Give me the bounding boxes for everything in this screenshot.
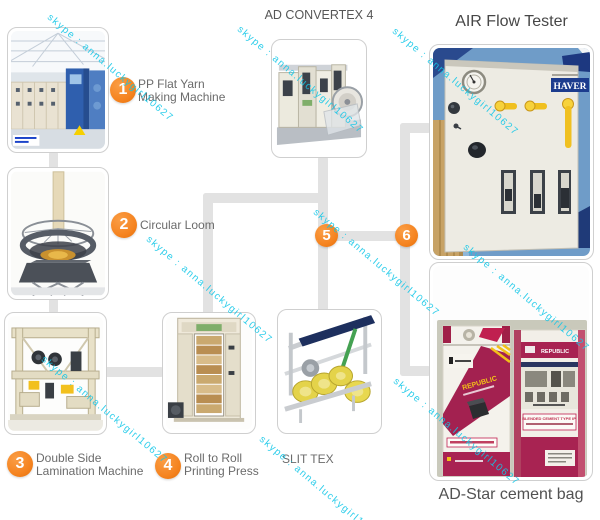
air-flow-tester-title: AIR Flow Tester: [455, 13, 568, 30]
belt: [298, 315, 376, 347]
flow-meters: [501, 170, 571, 214]
connector-to-airtester: [400, 123, 431, 133]
step-1-badge: 1: [110, 77, 136, 103]
step-5-number: 5: [322, 227, 331, 244]
step-2-badge: 2: [111, 212, 137, 238]
connector-step5-step6: [328, 231, 403, 241]
photo-air-flow-tester: HAVER: [429, 44, 594, 260]
step-6-badge: 6: [395, 224, 418, 247]
cement-bag-front: REPUBLIC: [442, 325, 511, 477]
step-3-badge: 3: [7, 451, 33, 477]
knob: [448, 102, 460, 114]
connector-box3-box4: [100, 367, 164, 377]
photo-pp-flat-yarn-machine: [7, 27, 109, 153]
yellow-levers: [494, 98, 574, 148]
photo-ad-convertex: [271, 39, 367, 158]
air-flow-tester-illustration: HAVER: [433, 48, 590, 256]
step-2-number: 2: [119, 216, 129, 233]
slit-tex-label: SLIT TEX: [282, 452, 334, 466]
ad-convertex-illustration: [275, 43, 363, 154]
step-2-label: Circular Loom: [140, 218, 215, 232]
step-4-label: Roll to Roll Printing Press: [184, 451, 259, 478]
ad-star-bags-illustration: REPUBLIC REPUBLIC: [433, 266, 589, 477]
step-1-number: 1: [118, 81, 128, 98]
connector-horizontal-mid: [203, 193, 328, 203]
slit-tex-illustration: [281, 313, 378, 430]
bag-type-text: BLENDED CEMENT TYPE IP: [522, 416, 576, 421]
step-5-badge: 5: [315, 224, 338, 247]
watermark: skype : anna.luckygirl10627: [256, 434, 388, 520]
ad-convertex-title: AD CONVERTEX 4: [264, 8, 374, 22]
photo-lamination-machine: [4, 312, 107, 435]
loom-base: [18, 262, 98, 283]
circular-loom-illustration: [11, 171, 105, 296]
haver-banner: [551, 78, 589, 92]
photo-circular-loom: [7, 167, 109, 300]
photo-printing-press: [162, 312, 256, 434]
connector-step6-down: [400, 236, 410, 376]
handle: [468, 142, 486, 158]
photo-ad-star-bags: REPUBLIC REPUBLIC: [429, 262, 593, 481]
step-4-badge: 4: [155, 453, 181, 479]
connector-to-adstar: [400, 366, 431, 376]
step-3-label: Double Side Lamination Machine: [36, 451, 144, 478]
connector-box4-up: [203, 193, 213, 316]
step-3-number: 3: [15, 455, 25, 472]
printed-web: [196, 335, 222, 414]
step-1-label: PP Flat Yarn Making Machine: [138, 77, 226, 104]
guard-panel: [323, 103, 362, 136]
bag-brand-right-text: REPUBLIC: [541, 349, 569, 355]
haver-brand-text: HAVER: [553, 82, 586, 92]
step-6-number: 6: [402, 227, 411, 244]
lamination-illustration: [8, 316, 103, 431]
connector-step6-up: [400, 123, 410, 238]
control-cabinet: [65, 68, 88, 141]
pp-flat-yarn-illustration: [11, 31, 105, 149]
cement-bag-back: REPUBLIC BLENDED CEMENT TYPE IP: [513, 329, 586, 477]
step-4-number: 4: [163, 457, 173, 474]
connector-box1-box2: [49, 151, 58, 173]
connector-box2-box3: [49, 295, 58, 314]
warning-triangle: [73, 125, 86, 136]
ad-star-caption: AD-Star cement bag: [438, 486, 584, 503]
printing-press-illustration: [166, 316, 252, 430]
photo-slit-tex: [277, 309, 382, 434]
